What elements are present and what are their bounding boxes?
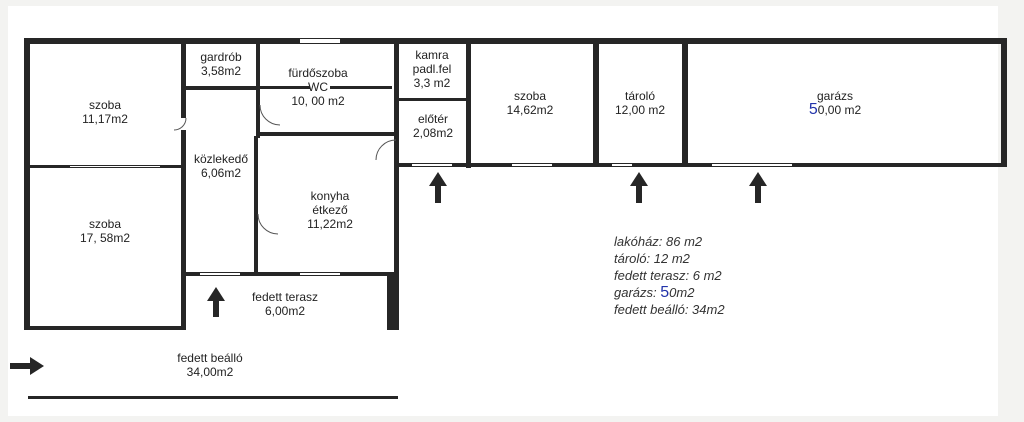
- entrance-arrow-eloter: [429, 172, 447, 203]
- room-terasz: fedett terasz 6,00m2: [230, 290, 340, 318]
- room-area: 11,22m2: [307, 217, 353, 231]
- room-area-line: 50,00 m2: [790, 101, 880, 118]
- handwritten-correction: 5: [808, 101, 818, 118]
- room-name: szoba: [88, 217, 122, 231]
- summary-lakohaz: lakóház: 86 m2: [614, 234, 703, 249]
- room-name: kamra: [415, 48, 449, 62]
- entrance-arrow-garazs: [749, 172, 767, 203]
- room-name: fedett beálló: [177, 351, 243, 365]
- entrance-arrow-tarolo: [630, 172, 648, 203]
- room-area: 14,62m2: [506, 103, 554, 117]
- room-area: 11,17m2: [82, 112, 128, 126]
- summary-garazs-label: garázs:: [614, 285, 661, 300]
- wall-top: [24, 38, 1007, 44]
- summary-garazs: garázs: 50m2: [614, 284, 725, 301]
- ground-line: [28, 396, 398, 399]
- room-name: fedett terasz: [251, 290, 319, 304]
- room-name: garázs: [816, 89, 854, 103]
- room-name: szoba: [513, 89, 547, 103]
- room-sub: WC: [308, 80, 328, 94]
- summary-tarolo: tároló: 12 m2: [614, 251, 690, 266]
- entrance-arrow-terasz: [207, 287, 225, 317]
- plan-sheet: [8, 6, 998, 416]
- room-sub: étkező: [312, 203, 348, 217]
- room-garazs: garázs 50,00 m2: [790, 89, 880, 118]
- wall-left: [24, 38, 30, 330]
- room-name: közlekedő: [193, 152, 249, 166]
- room-area: 0,00 m2: [817, 103, 862, 117]
- room-name: tároló: [624, 89, 656, 103]
- room-name: konyha: [310, 189, 350, 203]
- room-szoba-3: szoba 14,62m2: [480, 89, 580, 117]
- room-furdoszoba: fürdőszoba WC 10, 00 m2: [268, 66, 368, 108]
- area-summary: lakóház: 86 m2 tároló: 12 m2 fedett tera…: [614, 233, 725, 318]
- room-szoba-1: szoba 11,17m2: [55, 98, 155, 126]
- summary-terasz: fedett terasz: 6 m2: [614, 268, 722, 283]
- room-szoba-2: szoba 17, 58m2: [55, 217, 155, 245]
- room-area: 34,00m2: [186, 365, 234, 379]
- room-area: 10, 00 m2: [291, 94, 345, 108]
- room-name: gardrób: [200, 50, 242, 64]
- room-eloter: előtér 2,08m2: [402, 112, 464, 140]
- room-area: 2,08m2: [412, 126, 454, 140]
- room-konyha: konyha étkező 11,22m2: [280, 189, 380, 231]
- room-name: előtér: [417, 112, 449, 126]
- summary-bealló: fedett beálló: 34m2: [614, 302, 725, 317]
- room-area: 17, 58m2: [79, 231, 131, 245]
- room-bealló: fedett beálló 34,00m2: [155, 351, 265, 379]
- room-tarolo: tároló 12,00 m2: [600, 89, 680, 117]
- wall-left-rooms: [181, 38, 186, 118]
- room-name: szoba: [88, 98, 122, 112]
- room-area: 6,00m2: [264, 304, 306, 318]
- room-name: fürdőszoba: [288, 66, 348, 80]
- handwritten-correction: 5: [660, 284, 670, 301]
- room-area: 12,00 m2: [614, 103, 666, 117]
- room-area: 3,3 m2: [413, 76, 451, 90]
- room-kamra: kamra padl.fel 3,3 m2: [400, 48, 464, 90]
- room-sub: padl.fel: [412, 62, 452, 76]
- room-kozlekedo: közlekedő 6,06m2: [186, 152, 256, 180]
- wall-right: [1001, 38, 1007, 167]
- room-area: 3,58m2: [200, 64, 242, 78]
- room-gardrob: gardrób 3,58m2: [188, 50, 254, 78]
- summary-garazs-value: 0m2: [669, 285, 695, 300]
- entrance-arrow-bealló: [10, 357, 44, 375]
- wall-bottom-left: [24, 326, 184, 330]
- room-area: 6,06m2: [200, 166, 242, 180]
